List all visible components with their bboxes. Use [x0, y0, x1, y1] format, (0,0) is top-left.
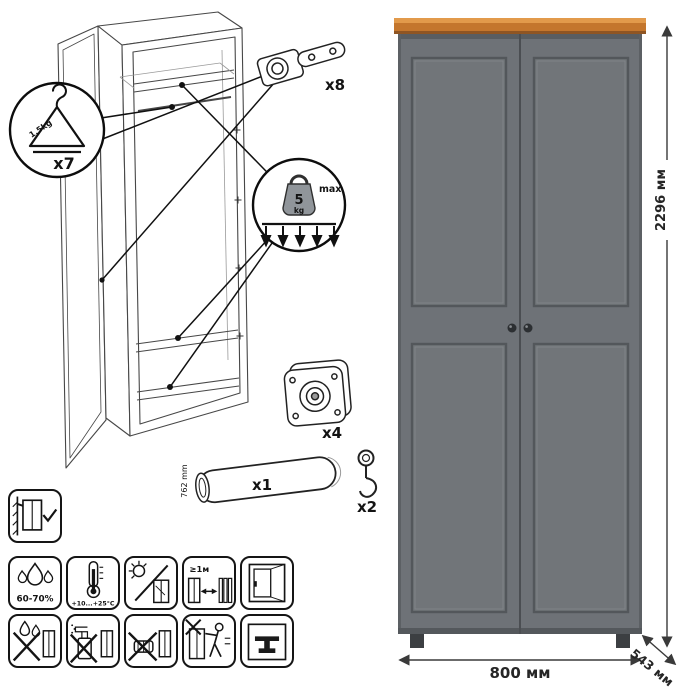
hanger-count: x7 [53, 154, 74, 173]
temperature-label: +10...+25°C [72, 600, 115, 608]
wardrobe-top-trim [394, 18, 646, 34]
weight-icon [282, 174, 316, 216]
rod-length-label: 762 mm [180, 464, 189, 498]
door-knob-left [507, 323, 517, 333]
humidity-icon: 60-70% [8, 556, 62, 610]
load-arrows-icon [260, 226, 340, 248]
wardrobe-render [394, 18, 646, 648]
support-count: x4 [322, 424, 342, 442]
humidity-label: 60-70% [17, 595, 54, 605]
wardrobe-foot-right [616, 634, 630, 648]
no-dragging-icon [182, 614, 236, 668]
support-foot-drawing: x4 [283, 359, 352, 442]
wardrobe-left-door [410, 56, 508, 614]
ventilation-icon [240, 556, 294, 610]
hinge-drawing: x8 [256, 41, 346, 94]
hanger-callout: 1.5kg x7 [8, 81, 106, 179]
secure-to-wall-icon [8, 489, 62, 543]
depth-dimension-label: 543 мм [627, 645, 677, 690]
no-chemicals-icon [66, 614, 120, 668]
load-max-label: max [319, 184, 341, 195]
wardrobe-right-door [532, 56, 630, 614]
wardrobe-foot-left [410, 634, 424, 648]
no-abrasives-icon [124, 614, 178, 668]
width-dimension-label: 800 мм [489, 664, 551, 682]
heat-distance-icon: ≥1м [182, 556, 236, 610]
technical-drawing: 1.5kg x7 5 kg max [8, 11, 378, 516]
hook-count: x2 [357, 498, 377, 516]
rod-count: x1 [252, 476, 272, 494]
height-dimension-label: 2296 мм [654, 160, 670, 240]
hook-drawing: x2 [357, 449, 378, 516]
door-knob-right [523, 323, 533, 333]
impact-load-warning-icon [240, 614, 294, 668]
sunlight-protection-icon [124, 556, 178, 610]
temperature-icon: +10...+25°C [66, 556, 120, 610]
no-moisture-icon [8, 614, 62, 668]
load-unit: kg [294, 206, 304, 215]
load-value: 5 [294, 193, 303, 208]
wardrobe-wireframe-drawing [57, 11, 249, 469]
load-limit-callout: 5 kg max [251, 157, 347, 253]
rod-drawing: 762 mm x1 [180, 456, 342, 504]
heat-distance-label: ≥1м [190, 564, 210, 574]
hinge-count: x8 [325, 76, 345, 94]
hanger-icon [28, 83, 86, 154]
